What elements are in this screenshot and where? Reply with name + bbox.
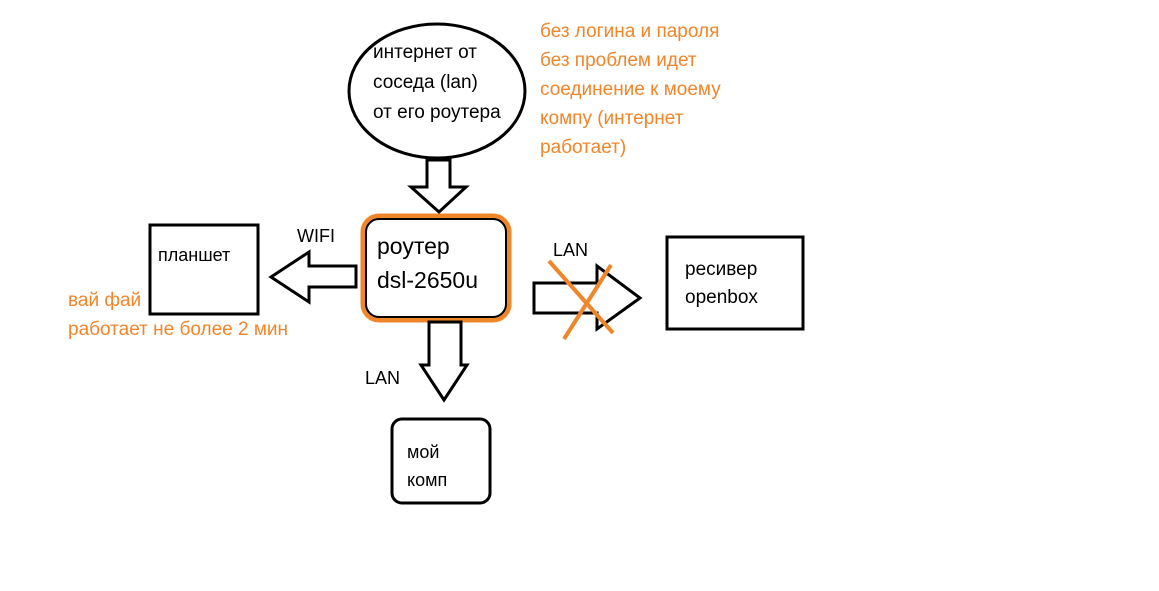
internet-source-label-line: интернет от	[373, 42, 477, 63]
cross-out-line-1	[547, 259, 615, 335]
arrow-wifi-to-tablet	[268, 249, 358, 305]
receiver-label-line: ресивер	[685, 259, 758, 280]
router-node	[365, 218, 507, 318]
internet-note: без логина и пароля без проблем идет сое…	[540, 17, 721, 162]
arrow-lan-to-computer	[418, 320, 470, 403]
router-label-line: dsl-2650u	[377, 267, 479, 293]
arrow-internet-to-router	[407, 158, 470, 215]
computer-label: мой комп	[407, 438, 447, 494]
router-label: роутер dsl-2650u	[377, 229, 478, 297]
computer-label-line: мой	[407, 442, 440, 462]
receiver-label: ресивер openbox	[685, 256, 758, 312]
receiver-label-line: openbox	[685, 287, 758, 308]
lan-receiver-link-label: LAN	[553, 240, 589, 260]
tablet-label: планшет	[158, 245, 231, 265]
wifi-note-line: работает не более 2 мин	[68, 319, 289, 340]
internet-source-label-line: соседа (lan)	[373, 72, 478, 93]
arrow-lan-to-receiver	[532, 263, 643, 332]
internet-note-line: без логина и пароля	[540, 21, 720, 42]
wifi-note: вай фай работает не более 2 мин	[68, 286, 288, 344]
internet-note-line: без проблем идет	[540, 50, 697, 71]
router-label-line: роутер	[377, 233, 450, 259]
cross-out-line-2	[562, 263, 613, 341]
wifi-link-label: WIFI	[297, 226, 335, 246]
router-node-highlight	[360, 213, 512, 323]
computer-label-line: комп	[407, 470, 448, 490]
internet-note-line: работает)	[540, 137, 627, 158]
wifi-note-line: вай фай	[68, 290, 142, 311]
computer-node	[390, 417, 492, 505]
internet-note-line: компу (интернет	[540, 108, 684, 129]
internet-source-label: интернет от соседа (lan) от его роутера	[373, 38, 501, 128]
internet-source-node	[347, 22, 527, 160]
lan-computer-link-label: LAN	[365, 368, 401, 388]
internet-note-line: соединение к моему	[540, 79, 721, 100]
receiver-node	[665, 235, 805, 331]
internet-source-label-line: от его роутера	[373, 102, 501, 123]
tablet-node	[148, 223, 260, 316]
